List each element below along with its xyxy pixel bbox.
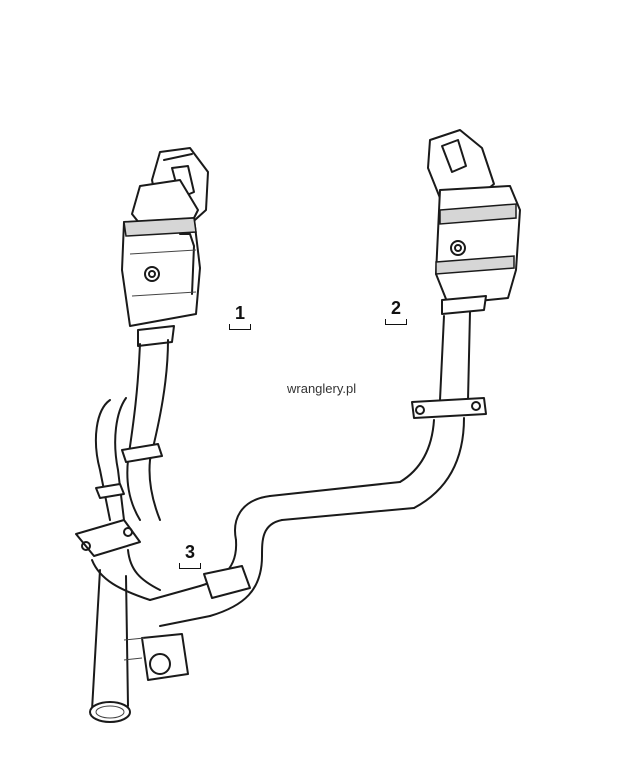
right-catalytic-converter (427, 129, 521, 315)
callout-3: 3 (179, 542, 202, 569)
callout-1: 1 (229, 303, 252, 330)
callout-3-label: 3 (185, 542, 196, 562)
watermark-text: wranglery.pl (287, 381, 357, 396)
callout-1-label: 1 (235, 303, 246, 323)
right-downpipe (234, 311, 487, 557)
callout-1-bracket (229, 324, 252, 330)
callout-2-label: 2 (391, 298, 402, 318)
y-pipe (75, 519, 263, 723)
callout-2-bracket (385, 319, 408, 325)
callout-3-bracket (179, 563, 202, 569)
left-catalytic-converter (121, 147, 209, 347)
callout-2: 2 (385, 298, 408, 325)
left-downpipe (94, 339, 169, 521)
